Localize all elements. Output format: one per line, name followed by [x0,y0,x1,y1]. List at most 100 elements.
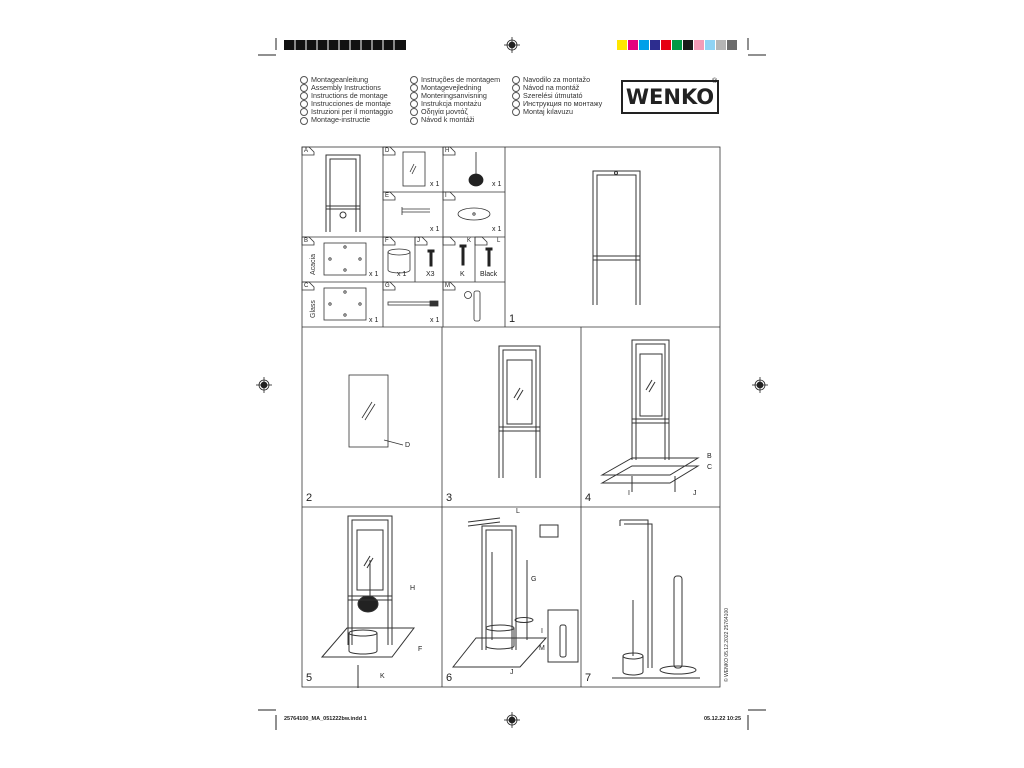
header-line: Szerelési útmutató [523,91,583,101]
tag-B [301,236,315,246]
header-languages-col3: Navodilo za montažo Návod na montáž Szer… [512,75,603,117]
part-M-tube [464,290,481,322]
step-number-6: 6 [446,672,453,684]
part-L-screw [485,247,493,267]
part-label-F: F [385,238,389,244]
tag-J [414,236,428,246]
callout-M: M [539,645,545,652]
part-label-C: C [304,283,309,289]
part-J-screw [427,249,435,267]
color-swatch [716,40,726,50]
step-number-7: 7 [585,672,592,684]
callout-D: D [405,442,411,449]
header-line: Montageanleitung [311,75,369,84]
callout-H: H [410,585,416,592]
qty-I: x 1 [492,226,502,233]
part-C-board [323,287,367,321]
qty-G: x 1 [430,317,440,324]
logo-text: WENKO [625,85,715,109]
crop-marks [258,38,766,730]
registration-marks [256,37,768,728]
tag-E [382,191,396,201]
language-flag-icon [512,92,520,101]
part-label-G: G [385,283,390,289]
part-label-H: H [445,148,450,154]
step-number-1: 1 [509,313,516,325]
callout-J-step6: J [510,669,514,676]
color-swatch [628,40,638,50]
header-line: Instructions de montage [311,91,388,101]
header-line: Montage-instructie [311,115,371,125]
part-label-I: I [445,193,447,199]
callout-B: B [707,453,712,460]
step2-glass [348,374,404,448]
header-line: Instrucciones de montaje [311,99,391,109]
qty-J: X3 [426,271,435,278]
step-number-5: 5 [306,672,313,684]
header-line: Návod k montáži [421,115,475,125]
callout-L: L [516,508,520,515]
tag-K [442,236,456,246]
language-flag-icon [300,76,308,85]
step7-assembly [612,519,700,679]
header-line: Navodilo za montažo [523,75,591,84]
step4-assembly [600,339,700,492]
material-acacia-label: Acacia [310,253,317,275]
language-flag-icon [300,100,308,109]
callout-F: F [418,646,423,653]
language-flag-icon [300,92,308,101]
step-number-2: 2 [306,492,313,504]
color-swatch [661,40,671,50]
header-line: Montagevejledning [421,83,482,93]
part-label-B: B [304,238,309,244]
part-A-frame [325,154,361,232]
part-E-holder [401,207,430,215]
part-label-J: J [417,238,420,244]
part-I-disc [457,207,491,221]
language-flag-icon [512,108,520,117]
part-label-A: A [304,148,309,154]
header-line: Istruzioni per il montaggio [311,107,393,117]
part-label-K: K [467,238,472,244]
part-H-brush [468,152,484,187]
material-glass-label: Glass [310,300,317,318]
language-flag-icon [410,84,418,93]
tag-A [301,146,315,156]
tag-L [474,236,488,246]
language-flag-icon [512,84,520,93]
language-flag-icon [512,76,520,85]
callout-I: I [628,490,630,497]
tag-D [382,146,396,156]
language-flag-icon [410,116,418,125]
qty-H: x 1 [492,181,502,188]
header-line: Montaj kılavuzu [523,107,573,117]
tag-I [442,191,456,201]
step3-frame [498,345,541,478]
part-K-screw [459,244,467,266]
tag-M [442,281,456,291]
color-swatch [639,40,649,50]
brand-logo: WENKO [621,80,719,114]
footer-filename: 25764100_MA_051222bw.indd 1 [284,716,367,722]
header-line: Návod na montáž [523,83,580,93]
part-label-D: D [385,148,390,154]
step6-assembly [451,517,579,668]
part-B-board [323,242,367,276]
color-swatch [694,40,704,50]
part-F-cup [387,248,411,274]
color-swatch [672,40,682,50]
header-line: Instruções de montagem [421,75,501,84]
color-swatch [650,40,660,50]
language-flag-icon [300,84,308,93]
black-label: Black [480,271,498,278]
k-label: K [460,271,465,278]
color-swatch [727,40,737,50]
header-line: Assembly Instructions [311,83,381,93]
header-line: Инструкция по монтажу [523,99,603,109]
qty-F: x 1 [397,271,407,278]
registered-mark: ® [712,78,718,85]
callout-J: J [693,490,697,497]
copyright-note: © WENKO 05.12.2022 25764100 [724,607,730,682]
qty-B: x 1 [369,271,379,278]
